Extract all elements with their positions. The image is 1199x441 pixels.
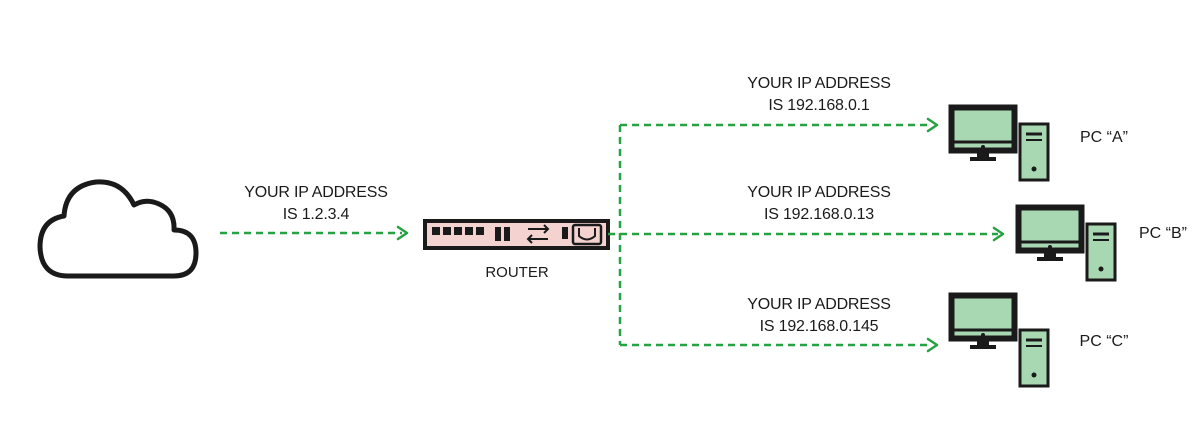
computer-icon xyxy=(948,104,1050,182)
pc-b-ip-label-line1: YOUR IP ADDRESS xyxy=(747,184,890,201)
cloud-icon xyxy=(37,179,199,279)
pc-a-ip-label-line1: YOUR IP ADDRESS xyxy=(747,75,890,92)
router-icon xyxy=(423,219,610,250)
pc-a-ip-label-line2: IS 192.168.0.1 xyxy=(768,97,870,114)
router-label: ROUTER xyxy=(485,264,549,281)
pc-b-ip-label-line2: IS 192.168.0.13 xyxy=(764,206,874,223)
internet-link xyxy=(220,225,409,241)
pc-c-ip-label-line2: IS 192.168.0.145 xyxy=(760,318,879,335)
pc-c-ip-label-line1: YOUR IP ADDRESS xyxy=(747,296,890,313)
pc-c-label: PC “C” xyxy=(1080,333,1129,350)
computer-icon xyxy=(1015,204,1117,282)
computer-icon xyxy=(948,292,1050,388)
pc-b-label: PC “B” xyxy=(1139,225,1187,242)
internet-link-label-line1: YOUR IP ADDRESS xyxy=(244,184,387,201)
pc-a-label: PC “A” xyxy=(1080,129,1128,146)
internet-link-label-line2: IS 1.2.3.4 xyxy=(283,206,350,223)
lan-links xyxy=(608,117,1005,353)
